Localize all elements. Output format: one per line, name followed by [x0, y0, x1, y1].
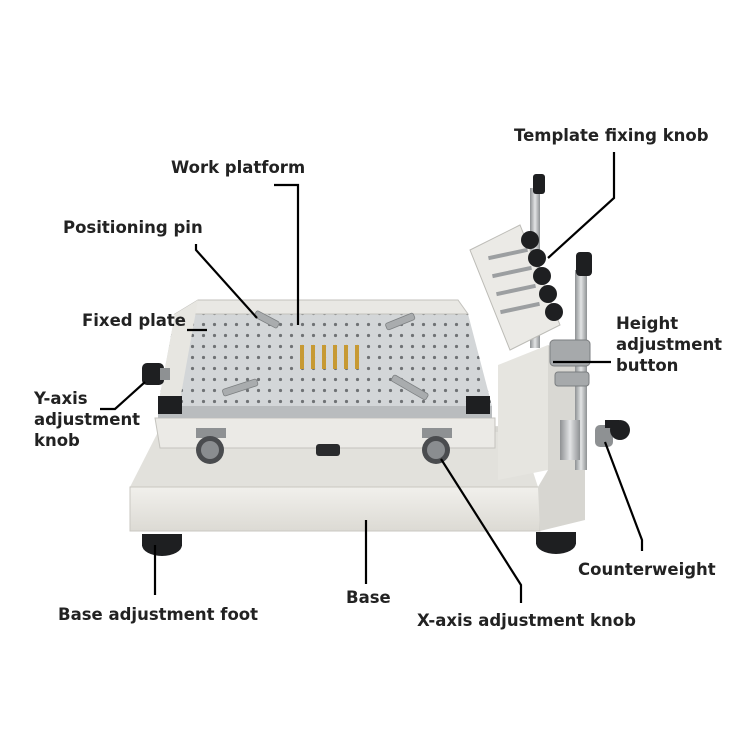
label-y-axis-line-3: knob: [34, 431, 80, 450]
leader-y-axis-adjustment-knob: [100, 381, 146, 411]
label-y-axis-line-2: adjustment: [34, 410, 140, 429]
height-clamp: [549, 339, 591, 387]
leader-template-fixing-knob: [547, 152, 616, 259]
printer-machine: [129, 174, 630, 556]
leader-x-axis-adjustment-knob: [440, 458, 523, 603]
label-counterweight: Counterweight: [578, 560, 716, 579]
label-base-adjustment-foot: Base adjustment foot: [58, 605, 258, 624]
label-work-platform: Work platform: [171, 158, 305, 177]
brass-pins: [300, 345, 359, 369]
base-feet: [142, 532, 576, 556]
labels: Template fixing knob Work platform Posit…: [33, 126, 722, 630]
leader-lines: [100, 152, 644, 603]
label-positioning-pin: Positioning pin: [63, 218, 203, 237]
label-height-line-3: button: [616, 356, 678, 375]
leader-counterweight: [603, 441, 644, 551]
label-height-line-2: adjustment: [616, 335, 722, 354]
counterweight-part: [595, 420, 630, 447]
y-axis-knob: [142, 363, 170, 385]
leader-work-platform: [274, 183, 300, 325]
label-base: Base: [346, 588, 391, 607]
label-y-axis-line-1: Y-axis: [33, 389, 88, 408]
label-height-line-1: Height: [616, 314, 678, 333]
label-fixed-plate: Fixed plate: [82, 311, 186, 330]
label-x-axis-adjustment-knob: X-axis adjustment knob: [417, 611, 636, 630]
x-axis-knobs: [196, 428, 452, 464]
positioning-pins: [222, 310, 429, 401]
template-frame: [469, 224, 563, 351]
leader-positioning-pin: [194, 244, 258, 319]
label-template-fixing-knob: Template fixing knob: [514, 126, 709, 145]
